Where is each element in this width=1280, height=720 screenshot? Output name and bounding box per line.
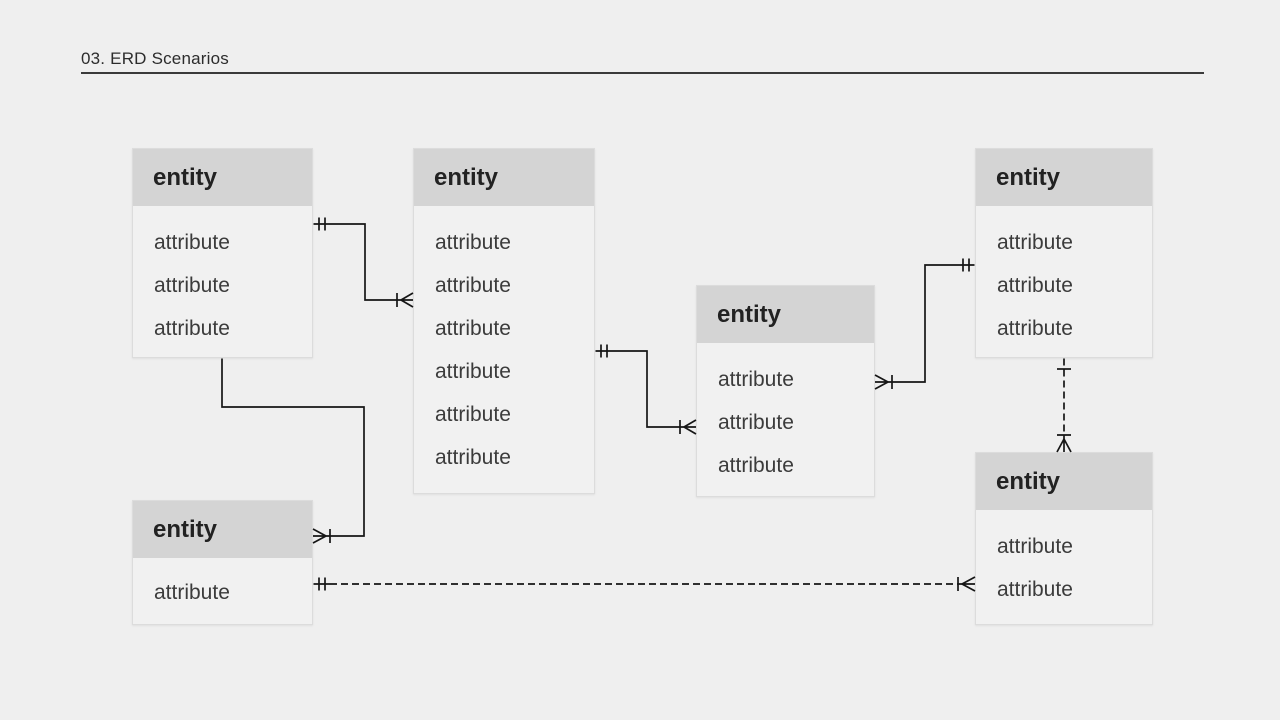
entity-attribute-list: attribute (133, 558, 312, 614)
connector-line (888, 264, 975, 383)
attribute-row: attribute (435, 402, 511, 426)
entity-box-4: entity attribute attribute attribute (975, 148, 1153, 358)
entity-box-2: entity attribute attribute attribute att… (413, 148, 595, 494)
connector-entity3-entity4 (874, 258, 975, 390)
entity-attribute-list: attribute attribute attribute attribute … (414, 206, 594, 479)
connector-entity1-entity2 (313, 217, 414, 308)
entity-title: entity (414, 149, 594, 206)
one-one-marker-icon (962, 258, 970, 272)
attribute-row: attribute (997, 577, 1073, 601)
crow-foot-many-marker-icon (1056, 434, 1072, 453)
entity-title: entity (976, 453, 1152, 510)
entity-attribute-list: attribute attribute attribute (133, 206, 312, 350)
entity-box-5: entity attribute (132, 500, 313, 625)
attribute-row: attribute (435, 359, 511, 383)
entity-title: entity (976, 149, 1152, 206)
entity-attribute-list: attribute attribute (976, 510, 1152, 611)
title-underline (81, 72, 1204, 74)
attribute-row: attribute (997, 273, 1073, 297)
entity-title: entity (133, 501, 312, 558)
attribute-row: attribute (154, 230, 230, 254)
attribute-row: attribute (154, 273, 230, 297)
entity-attribute-list: attribute attribute attribute (697, 343, 874, 487)
connector-line (595, 350, 684, 428)
one-one-marker-icon (318, 577, 326, 591)
attribute-row: attribute (997, 316, 1073, 340)
crow-foot-many-marker-icon (957, 576, 976, 592)
attribute-row: attribute (718, 410, 794, 434)
crow-foot-many-marker-icon (874, 374, 893, 390)
attribute-row: attribute (435, 445, 511, 469)
entity-box-6: entity attribute attribute (975, 452, 1153, 625)
entity-box-3: entity attribute attribute attribute (696, 285, 875, 497)
page-title: 03. ERD Scenarios (81, 49, 229, 68)
attribute-row: attribute (435, 230, 511, 254)
attribute-row: attribute (997, 534, 1073, 558)
entity-attribute-list: attribute attribute attribute (976, 206, 1152, 350)
attribute-row: attribute (718, 367, 794, 391)
attribute-row: attribute (997, 230, 1073, 254)
one-one-marker-icon (600, 344, 608, 358)
connector-entity2-entity3 (595, 344, 697, 435)
entity-title: entity (133, 149, 312, 206)
connector-entity5-entity6 (313, 576, 976, 592)
connector-line (313, 223, 401, 301)
attribute-row: attribute (154, 580, 230, 604)
crow-foot-many-marker-icon (679, 419, 697, 435)
attribute-row: attribute (435, 316, 511, 340)
attribute-row: attribute (154, 316, 230, 340)
crow-foot-many-marker-icon (312, 528, 331, 544)
entity-box-1: entity attribute attribute attribute (132, 148, 313, 358)
one-one-marker-icon (318, 217, 326, 231)
connector-entity4-entity6 (1056, 358, 1072, 453)
crow-foot-many-marker-icon (396, 292, 414, 308)
entity-title: entity (697, 286, 874, 343)
attribute-row: attribute (435, 273, 511, 297)
attribute-row: attribute (718, 453, 794, 477)
